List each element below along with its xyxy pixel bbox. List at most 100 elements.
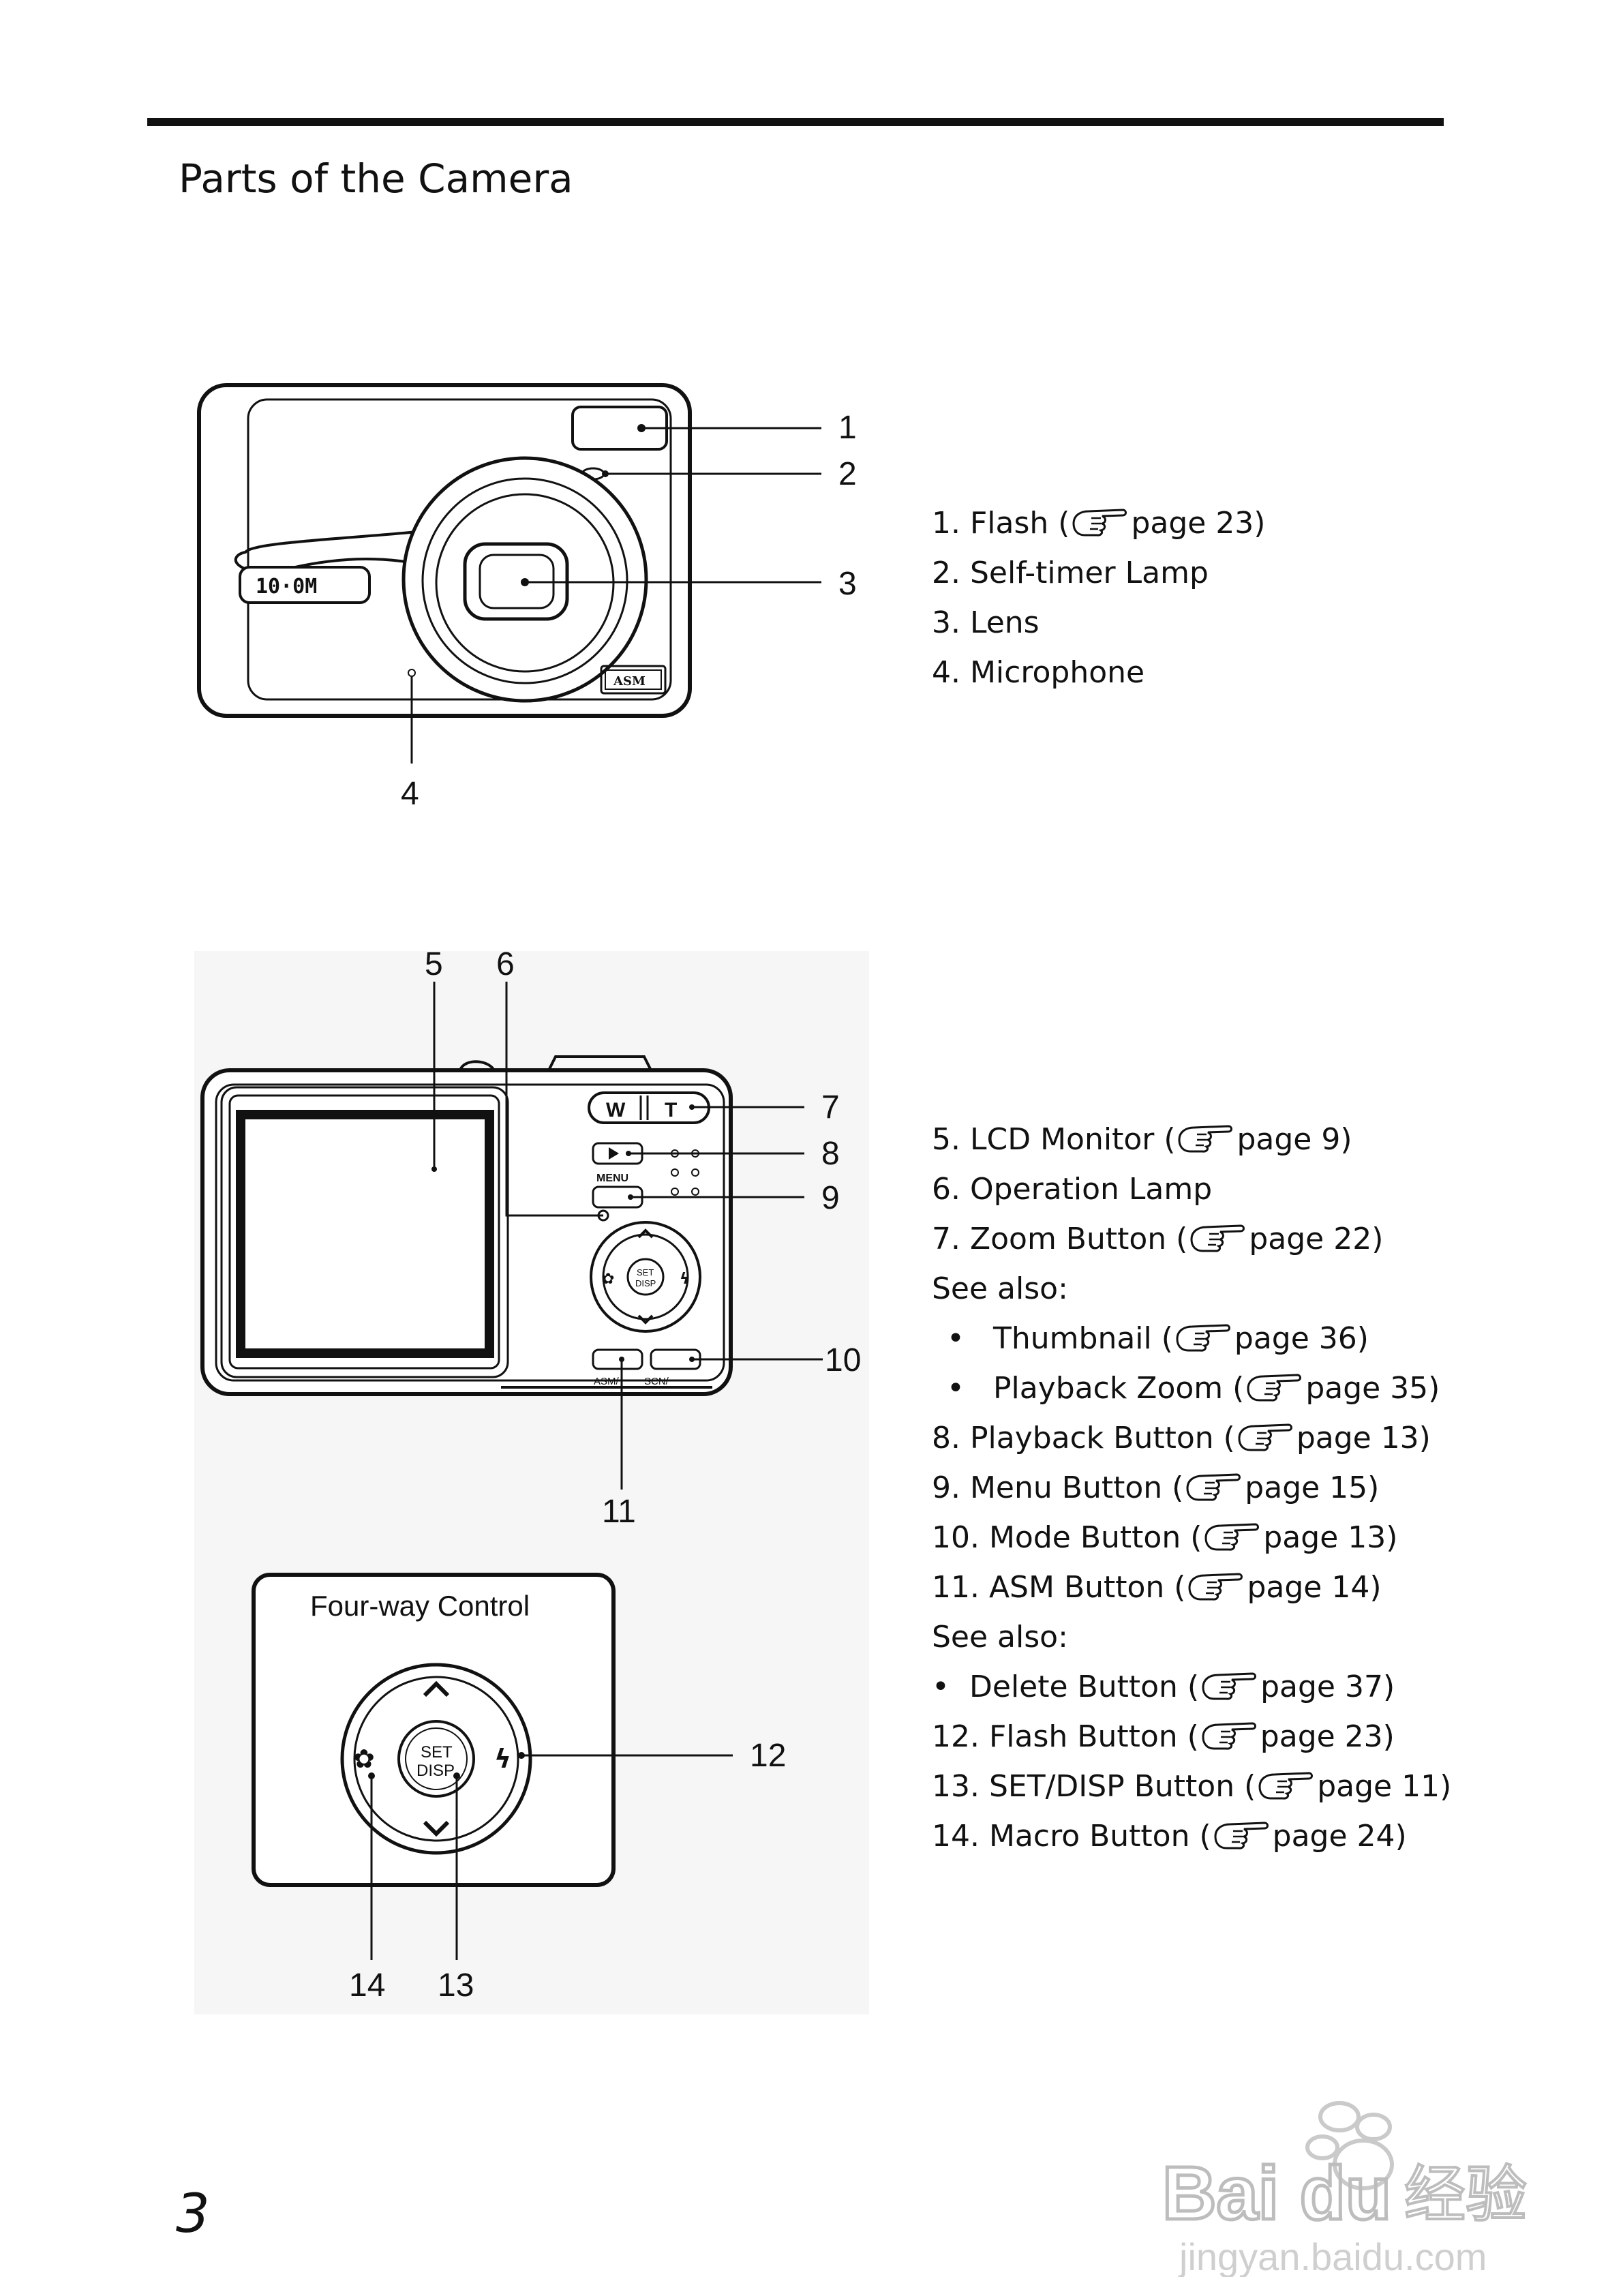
pointing-hand-icon — [1188, 1573, 1243, 1601]
callout-2: 2 — [838, 456, 857, 492]
svg-text:W: W — [606, 1099, 626, 1121]
list-item-text: 4. Microphone — [932, 655, 1145, 690]
svg-text:✿: ✿ — [602, 1271, 614, 1288]
list-item: 7. Zoom Button ( page 22) — [932, 1214, 1451, 1264]
list-item: 12. Flash Button ( page 23) — [932, 1712, 1451, 1762]
svg-text:MENU: MENU — [596, 1173, 628, 1184]
camera-front-diagram: 10·0M ASM 1 2 3 4 — [197, 383, 857, 812]
page-reference-link[interactable]: page 23) — [1260, 1719, 1395, 1754]
page-title: Parts of the Camera — [179, 155, 573, 202]
bullet: • — [932, 1670, 950, 1704]
svg-text:8: 8 — [821, 1136, 840, 1172]
svg-text:11: 11 — [602, 1494, 636, 1530]
pointing-hand-icon — [1072, 509, 1127, 537]
page-reference-link[interactable]: page 23) — [1131, 506, 1266, 541]
list-item-text: 10. Mode Button ( — [932, 1520, 1202, 1555]
back-parts-list: 5. LCD Monitor ( page 9) 6. Operation Lamp… — [932, 1115, 1451, 1861]
svg-text:DISP: DISP — [635, 1278, 656, 1288]
pointing-hand-icon — [1186, 1473, 1241, 1501]
page-reference-link[interactable]: page 37) — [1260, 1670, 1395, 1704]
page-reference-link[interactable]: page 36) — [1234, 1321, 1369, 1356]
svg-text:SET: SET — [637, 1267, 654, 1278]
list-item-text: Thumbnail ( — [993, 1321, 1173, 1356]
pointing-hand-icon — [1202, 1722, 1256, 1750]
svg-text:T: T — [665, 1099, 677, 1121]
page-reference-link[interactable]: page 13) — [1263, 1520, 1398, 1555]
svg-text:✿: ✿ — [353, 1744, 375, 1774]
pointing-hand-icon — [1190, 1224, 1245, 1252]
list-item: • Playback Zoom ( page 35) — [932, 1363, 1451, 1413]
callout-4: 4 — [401, 776, 419, 812]
list-item: 1. Flash (page 23) — [932, 498, 1265, 548]
list-item-text: Delete Button ( — [969, 1670, 1200, 1704]
page-reference-link[interactable]: page 13) — [1296, 1421, 1431, 1455]
camera-back-diagram: W T MENU SET DISP ✿ ϟ ASM/ SCN/ 5 6 7 8 … — [194, 951, 869, 2014]
svg-text:9: 9 — [821, 1180, 840, 1216]
bullet: • — [947, 1321, 965, 1356]
callout-3: 3 — [838, 566, 857, 602]
list-item-text: 8. Playback Button ( — [932, 1421, 1235, 1455]
list-item-text: Playback Zoom ( — [993, 1371, 1245, 1406]
front-parts-list: 1. Flash (page 23) 2. Self-timer Lamp 3. L… — [932, 498, 1265, 697]
pointing-hand-icon — [1176, 1324, 1230, 1352]
list-item-text: 9. Menu Button ( — [932, 1470, 1184, 1505]
list-item-text: 13. SET/DISP Button ( — [932, 1769, 1256, 1804]
pointing-hand-icon — [1178, 1125, 1233, 1153]
page-reference-link[interactable]: page 9) — [1237, 1122, 1352, 1157]
svg-text:13: 13 — [438, 1967, 474, 2004]
list-item: 14. Macro Button (page 24) — [932, 1811, 1451, 1861]
list-item-text: 5. LCD Monitor ( — [932, 1122, 1176, 1157]
svg-text:Bai du: Bai du — [1162, 2151, 1391, 2235]
svg-text:ASM/: ASM/ — [594, 1376, 620, 1387]
model-badge: 10·0M — [256, 575, 317, 599]
svg-text:10: 10 — [825, 1342, 861, 1378]
hand-grip — [234, 529, 431, 575]
page-reference-link[interactable]: page 24) — [1272, 1819, 1407, 1854]
lcd-monitor — [236, 1110, 494, 1358]
asm-badge-box — [600, 665, 667, 695]
list-item: 4. Microphone — [932, 648, 1265, 697]
list-item: 3. Lens — [932, 598, 1265, 648]
callout-1: 1 — [838, 410, 857, 446]
page-reference-link[interactable]: page 15) — [1245, 1470, 1380, 1505]
lens-barrel-mid — [421, 477, 628, 684]
svg-text:DISP: DISP — [416, 1762, 455, 1780]
page-reference-link[interactable]: page 35) — [1305, 1371, 1440, 1406]
svg-text:6: 6 — [496, 951, 515, 982]
bullet: • — [947, 1371, 965, 1406]
list-item-text: 6. Operation Lamp — [932, 1172, 1213, 1207]
svg-text:ϟ: ϟ — [494, 1744, 511, 1774]
asm-button — [592, 1348, 643, 1370]
pointing-hand-icon — [1202, 1672, 1257, 1700]
pointing-hand-icon — [1238, 1423, 1292, 1451]
svg-text:SCN/: SCN/ — [644, 1376, 669, 1387]
four-way-title: Four-way Control — [310, 1590, 530, 1622]
svg-text:7: 7 — [821, 1089, 840, 1126]
list-item-text: 3. Lens — [932, 605, 1040, 640]
baidu-watermark: Bai du 经验 jingyan.baidu.com — [1161, 2101, 1528, 2277]
page-reference-link[interactable]: page 22) — [1249, 1222, 1384, 1256]
svg-text:jingyan.baidu.com: jingyan.baidu.com — [1178, 2235, 1487, 2277]
pointing-hand-icon — [1214, 1822, 1269, 1849]
list-item: 5. LCD Monitor ( page 9) — [932, 1115, 1451, 1164]
list-item: 6. Operation Lamp — [932, 1164, 1451, 1214]
microphone — [408, 669, 416, 677]
asm-badge: ASM — [613, 674, 646, 689]
list-item: 8. Playback Button ( page 13) — [932, 1413, 1451, 1463]
front-body — [197, 383, 692, 718]
svg-text:5: 5 — [425, 951, 443, 982]
list-item: See also: — [932, 1612, 1451, 1662]
page-reference-link[interactable]: page 14) — [1247, 1570, 1382, 1605]
svg-text:ϟ: ϟ — [680, 1271, 690, 1288]
svg-text:12: 12 — [750, 1738, 786, 1774]
svg-text:14: 14 — [349, 1967, 385, 2004]
list-item: • Delete Button ( page 37) — [932, 1662, 1451, 1712]
pointing-hand-icon — [1204, 1523, 1260, 1551]
pointing-hand-icon — [1247, 1374, 1302, 1402]
list-item-text: 11. ASM Button ( — [932, 1570, 1186, 1605]
model-badge-box — [239, 566, 371, 604]
page-reference-link[interactable]: page 11) — [1317, 1769, 1452, 1804]
list-item-text: 12. Flash Button ( — [932, 1719, 1199, 1754]
list-item-text: 2. Self-timer Lamp — [932, 556, 1209, 590]
list-item-text: 7. Zoom Button ( — [932, 1222, 1188, 1256]
